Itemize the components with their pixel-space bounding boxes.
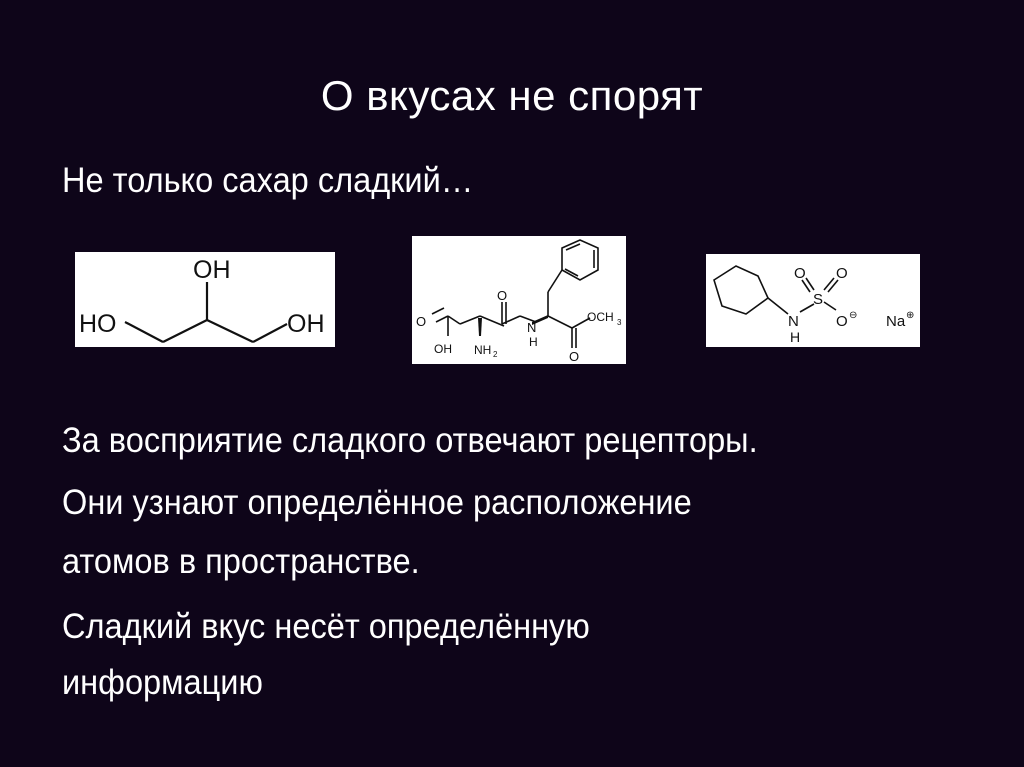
acid-o-label: O [416, 314, 426, 329]
ester-subscript: 3 [617, 318, 622, 327]
nitrogen-label: N [788, 313, 799, 330]
amide-h-label: H [529, 335, 538, 349]
paragraph-recognize-line2: атомов в пространстве. [62, 542, 420, 581]
minus-charge-icon: ⊖ [849, 310, 857, 321]
cyclamate-diagram: N H S O O O ⊖ Na ⊕ [713, 265, 914, 345]
amide-o-label: O [497, 288, 507, 303]
amine-label: NH [474, 343, 491, 357]
acid-oh-label: OH [434, 342, 452, 356]
oxygen-label-3: O [836, 313, 848, 330]
sulfur-label: S [813, 291, 823, 308]
paragraph-sweet-line1: Сладкий вкус несёт определённую [62, 607, 590, 646]
oxygen-label-1: O [794, 265, 806, 282]
paragraph-recognize-line1: Они узнают определённое расположение [62, 483, 692, 522]
ho-label-left: HO [79, 310, 117, 338]
ester-o-label: O [569, 349, 579, 364]
plus-charge-icon: ⊕ [906, 310, 914, 321]
amide-n-label: N [527, 320, 536, 335]
aspartame-diagram: O OH NH 2 O N H O OCH 3 [416, 239, 622, 364]
glycerol-structure: OH HO OH [75, 252, 335, 347]
oh-label-right: OH [287, 310, 325, 338]
oh-label-top: OH [193, 256, 231, 284]
sodium-label: Na [886, 313, 906, 330]
paragraph-sweet-line2: информацию [62, 663, 263, 702]
slide-subtitle: Не только сахар сладкий… [62, 161, 474, 200]
hydrogen-label: H [790, 329, 800, 345]
slide-title: О вкусах не спорят [320, 72, 704, 119]
oxygen-label-2: O [836, 265, 848, 282]
amine-subscript: 2 [493, 350, 498, 359]
cyclamate-structure: N H S O O O ⊖ Na ⊕ [706, 254, 920, 347]
aspartame-structure: O OH NH 2 O N H O OCH 3 [412, 236, 626, 364]
paragraph-receptors: За восприятие сладкого отвечают рецептор… [62, 421, 758, 460]
glycerol-diagram: OH HO OH [79, 256, 325, 343]
ester-och-label: OCH [587, 310, 614, 324]
